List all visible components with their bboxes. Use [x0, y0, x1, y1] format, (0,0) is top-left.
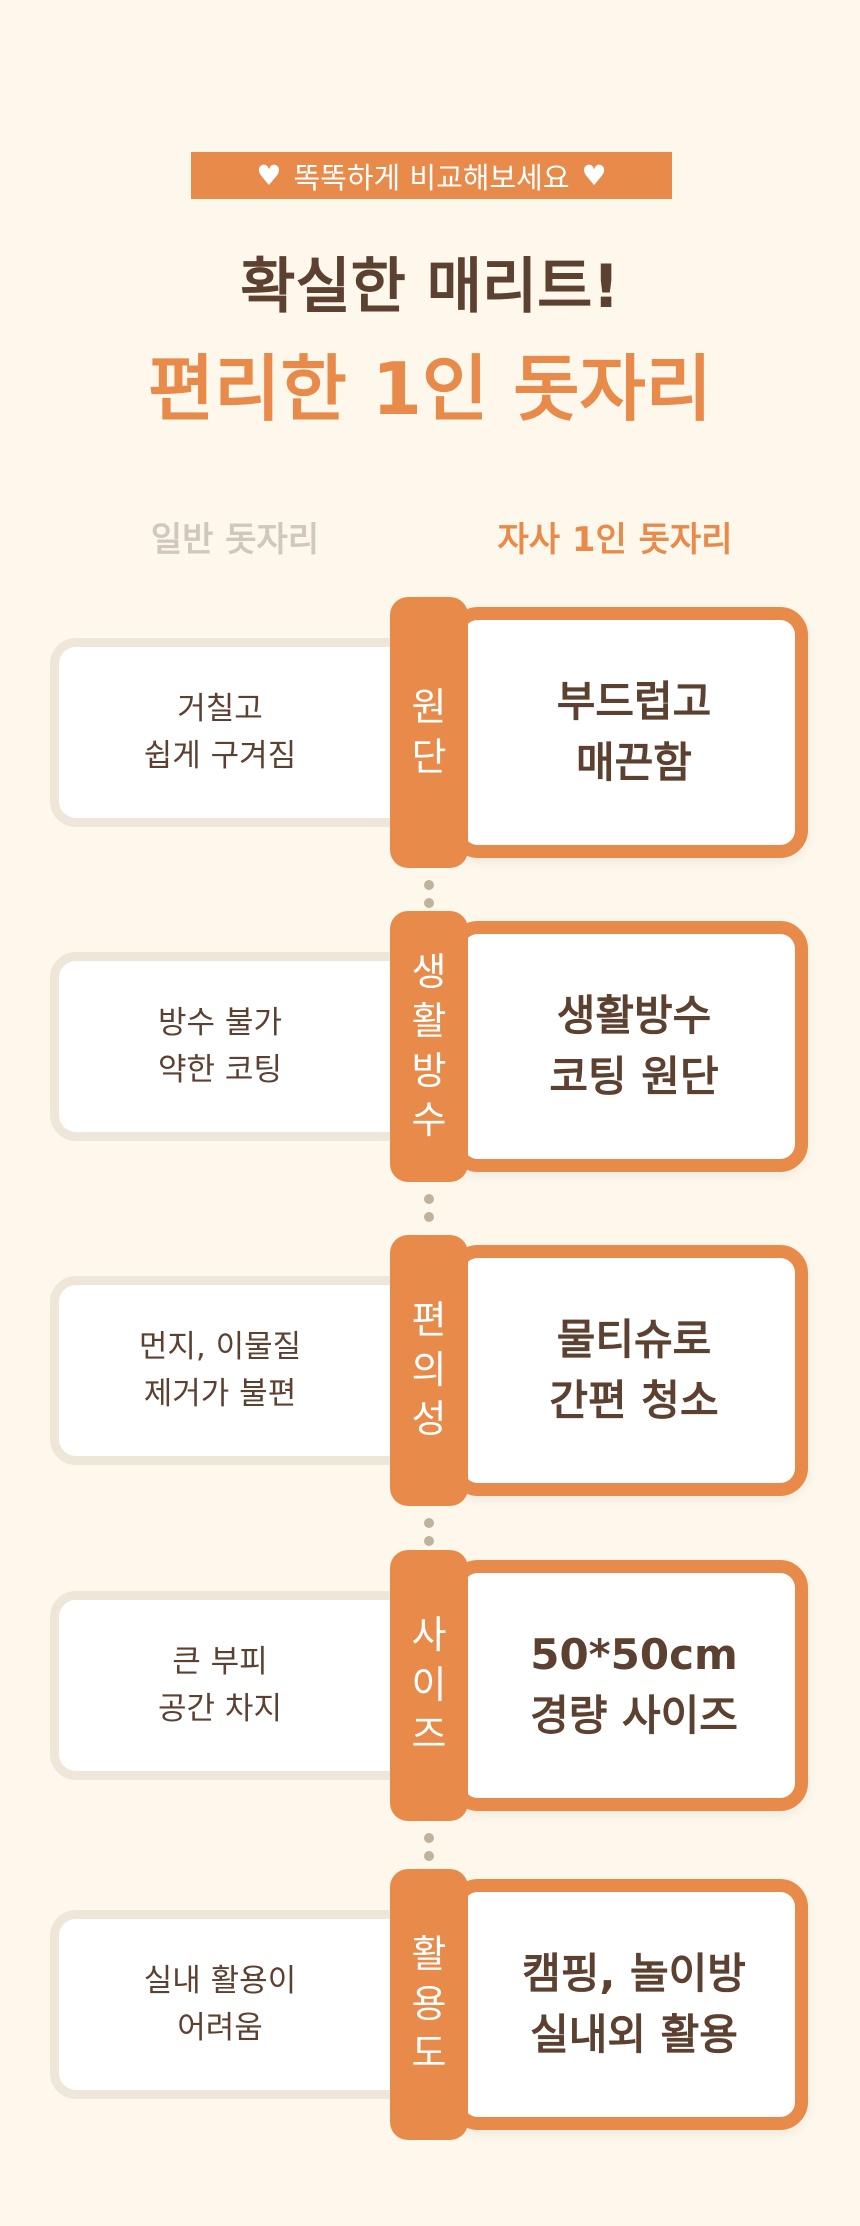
regular-card-line: 제거가 불편: [143, 1375, 297, 1412]
connector-dot: [424, 1212, 434, 1222]
label-char: 의: [411, 1347, 447, 1392]
label-char: 방: [411, 1048, 447, 1093]
title-line1: 확실한 매리트!: [240, 252, 620, 322]
ours-card-line: 캠핑, 놀이방: [522, 1948, 746, 1998]
ours-card-line: 부드럽고: [556, 676, 712, 726]
label-char: 활: [411, 999, 447, 1044]
label-char: 성: [411, 1397, 447, 1442]
label-char: 원: [411, 685, 447, 730]
column-header-regular: 일반 돗자리: [150, 520, 320, 560]
ours-card-line: 매끈함: [576, 737, 692, 787]
label-char: 생: [411, 949, 447, 994]
title-line2: 편리한 1인 돗자리: [148, 347, 712, 431]
heart-icon: ♥: [581, 159, 607, 192]
regular-card-line: 쉽게 구겨짐: [143, 737, 297, 774]
ours-card-line: 물티슈로: [556, 1314, 712, 1364]
connector-dot: [424, 1518, 434, 1528]
label-char: 사: [411, 1613, 447, 1658]
badge: ♥ 똑똑하게 비교해보세요 ♥: [191, 152, 672, 199]
column-header-ours: 자사 1인 돗자리: [497, 520, 733, 560]
label-char: 도: [411, 2031, 447, 2076]
connector-dot: [424, 880, 434, 890]
regular-card-line: 약한 코팅: [158, 1051, 282, 1088]
heart-icon: ♥: [256, 159, 282, 192]
regular-card-line: 거칠고: [177, 691, 263, 727]
connector-dot: [424, 1851, 434, 1861]
ours-card-line: 코팅 원단: [549, 1051, 719, 1101]
regular-card-line: 공간 차지: [158, 1690, 282, 1727]
connector-dot: [424, 898, 434, 908]
connector-dot: [424, 1536, 434, 1546]
ours-card: 50*50cm 경량 사이즈: [450, 1560, 808, 1811]
label-char: 용: [411, 1981, 447, 2026]
ours-card-line: 생활방수: [556, 990, 712, 1040]
label-char: 즈: [411, 1712, 447, 1757]
ours-card-line: 실내외 활용: [530, 2009, 738, 2059]
regular-card-line: 실내 활용이: [143, 1963, 297, 1999]
connector-dot: [424, 1194, 434, 1204]
label-char: 편: [411, 1298, 447, 1343]
ours-card-line: 경량 사이즈: [530, 1690, 738, 1740]
connector-dot: [424, 1833, 434, 1843]
label-char: 이: [411, 1662, 447, 1707]
badge-text: 똑똑하게 비교해보세요: [293, 160, 570, 195]
regular-card-line: 큰 부피: [172, 1644, 268, 1680]
label-char: 활: [411, 1932, 447, 1977]
regular-card-line: 먼지, 이물질: [138, 1329, 302, 1365]
label-char: 수: [411, 1097, 447, 1142]
label-char: 단: [411, 734, 447, 779]
regular-card-line: 어려움: [177, 2009, 263, 2046]
regular-card-line: 방수 불가: [158, 1005, 282, 1041]
ours-card-line: 50*50cm: [530, 1629, 738, 1679]
ours-card-line: 간편 청소: [549, 1375, 719, 1425]
